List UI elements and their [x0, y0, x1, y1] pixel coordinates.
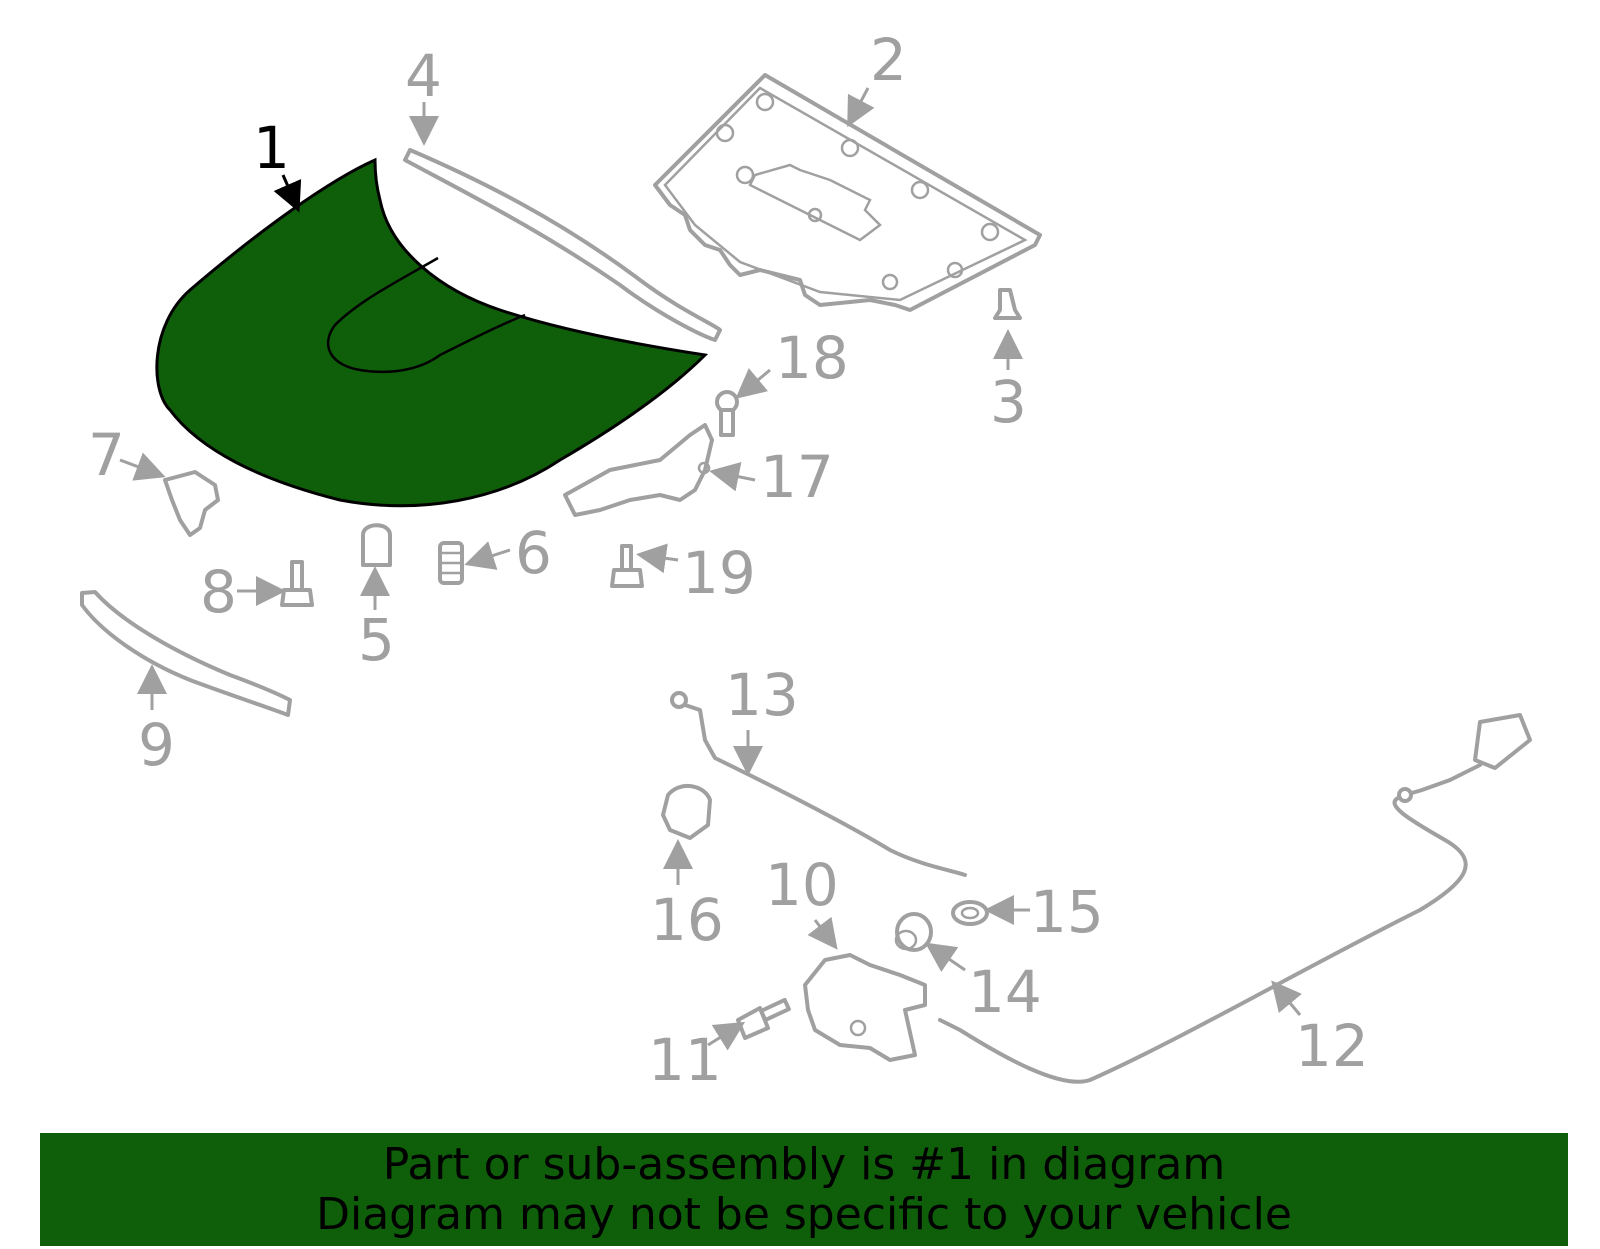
front-seal-part-9[interactable]	[80, 590, 292, 717]
callout-19[interactable]: 19	[682, 539, 756, 607]
adjuster-part-6[interactable]	[438, 541, 464, 585]
leader-2	[847, 87, 875, 128]
callout-14[interactable]: 14	[968, 958, 1042, 1026]
seal-strip-part-4[interactable]	[403, 148, 722, 342]
callout-4[interactable]: 4	[405, 42, 442, 110]
hood-part-1[interactable]	[155, 157, 709, 508]
release-cable-part-13[interactable]	[670, 691, 967, 877]
leader-17	[709, 461, 756, 492]
callout-8[interactable]: 8	[200, 558, 237, 626]
leader-12	[1271, 980, 1302, 1016]
info-banner: Part or sub-assembly is #1 in diagram Di…	[40, 1133, 1568, 1246]
callout-18[interactable]: 18	[775, 324, 849, 392]
callout-5[interactable]: 5	[358, 606, 395, 674]
callout-10[interactable]: 10	[765, 851, 839, 919]
callout-13[interactable]: 13	[725, 661, 799, 729]
leader-7	[119, 452, 166, 481]
leader-1	[273, 174, 302, 213]
banner-line-1: Part or sub-assembly is #1 in diagram	[382, 1138, 1226, 1190]
clip-part-3[interactable]	[993, 288, 1022, 320]
leader-6	[464, 541, 511, 570]
bumper-part-7[interactable]	[163, 470, 220, 537]
hinge-part-17[interactable]	[563, 423, 714, 517]
bolt-part-19[interactable]	[610, 544, 644, 588]
callout-6[interactable]: 6	[515, 519, 552, 587]
callout-12[interactable]: 12	[1295, 1012, 1369, 1080]
leader-18	[735, 368, 771, 399]
cable-part-12[interactable]	[938, 713, 1532, 1084]
banner-line-2: Diagram may not be specific to your vehi…	[316, 1188, 1292, 1240]
leader-14	[925, 942, 966, 972]
leader-11	[707, 1021, 746, 1051]
leader-10	[807, 916, 838, 950]
callout-11[interactable]: 11	[648, 1026, 722, 1094]
grommet-part-14[interactable]	[894, 912, 933, 952]
callout-3[interactable]: 3	[990, 368, 1027, 436]
callout-2[interactable]: 2	[870, 26, 907, 94]
callout-17[interactable]: 17	[760, 443, 834, 511]
callout-7[interactable]: 7	[88, 421, 125, 489]
insulator-part-2[interactable]	[653, 73, 1042, 312]
latch-part-10[interactable]	[803, 953, 927, 1062]
handle-clip-part-16[interactable]	[661, 784, 712, 840]
callout-1[interactable]: 1	[253, 114, 290, 182]
bolt-part-8[interactable]	[280, 560, 314, 607]
leader-19	[636, 543, 679, 574]
bolt-part-11[interactable]	[736, 997, 791, 1040]
callout-16[interactable]: 16	[650, 886, 724, 954]
stopper-part-5[interactable]	[361, 523, 392, 567]
bolt-part-18[interactable]	[715, 390, 739, 437]
grommet-part-15[interactable]	[951, 900, 989, 926]
callout-15[interactable]: 15	[1030, 878, 1104, 946]
callout-9[interactable]: 9	[138, 711, 175, 779]
